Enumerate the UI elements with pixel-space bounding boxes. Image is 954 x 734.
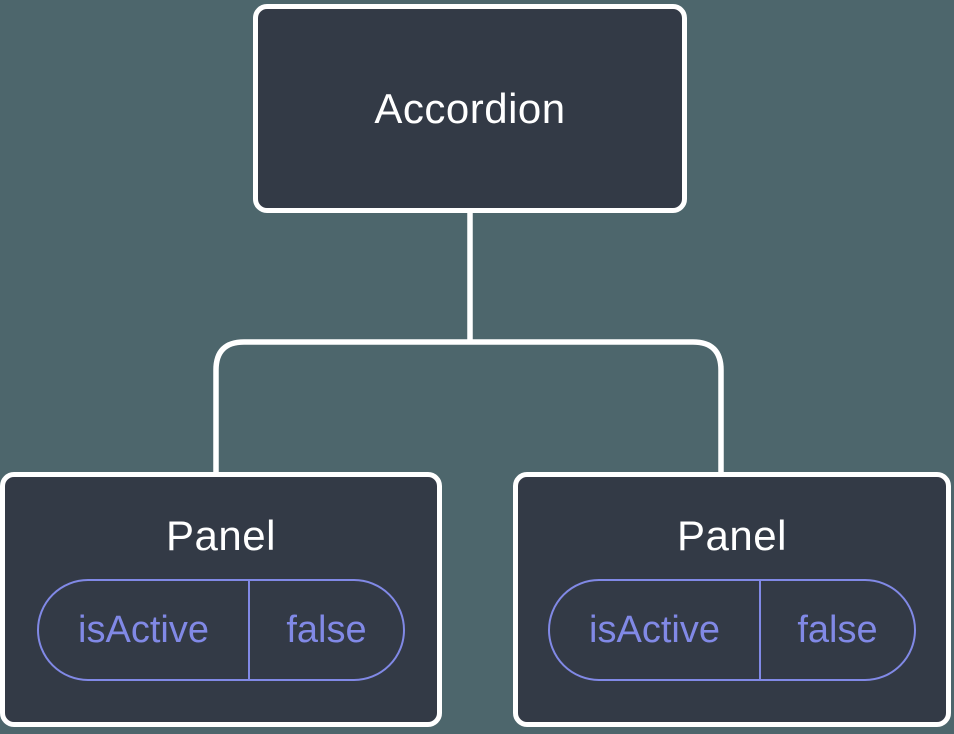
state-key: isActive xyxy=(550,581,761,679)
state-value: false xyxy=(797,609,878,651)
state-pill: isActive false xyxy=(37,579,405,681)
panel-node-1: Panel isActive false xyxy=(0,472,442,727)
panel-node-1-label: Panel xyxy=(166,512,276,559)
accordion-node-label: Accordion xyxy=(374,84,566,132)
state-value: false xyxy=(286,609,367,651)
panel-node-2: Panel isActive false xyxy=(513,472,951,727)
panel-node-2-label: Panel xyxy=(677,512,787,559)
accordion-node: Accordion xyxy=(253,4,687,213)
state-key: isActive xyxy=(39,581,250,679)
connector-bracket xyxy=(213,339,724,474)
state-pill: isActive false xyxy=(548,579,916,681)
